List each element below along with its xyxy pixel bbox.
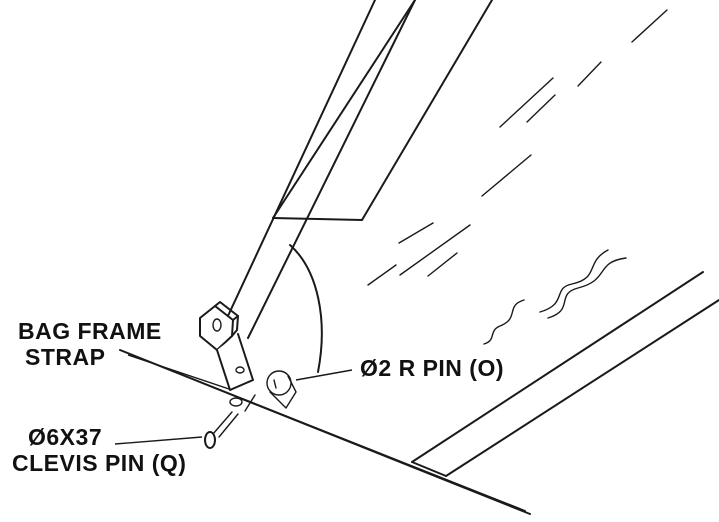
bag-frame-strap bbox=[199, 301, 254, 391]
r-pin-leader bbox=[295, 369, 353, 381]
bag-frame-strap-label: BAG FRAME STRAP bbox=[18, 318, 162, 370]
fabric-shading bbox=[367, 9, 668, 345]
bag-frame-strap-label-line2: STRAP bbox=[25, 344, 106, 370]
bag-frame-tube bbox=[226, 0, 416, 339]
clevis-pin-label-line2: CLEVIS PIN (Q) bbox=[12, 450, 187, 476]
bag-frame-strap-leader bbox=[127, 354, 233, 391]
bag-frame-strap-label-line1: BAG FRAME bbox=[18, 318, 162, 344]
r-pin-label: Ø2 R PIN (O) bbox=[360, 355, 504, 381]
bag-panel bbox=[272, 0, 719, 477]
clevis-pin-label-line1: Ø6X37 bbox=[28, 424, 103, 450]
clevis-pin-label: Ø6X37 CLEVIS PIN (Q) bbox=[12, 424, 186, 476]
clevis-pin-leader bbox=[114, 436, 203, 445]
clevis-pin-part bbox=[204, 394, 256, 449]
cross-rod bbox=[119, 349, 531, 515]
r-pin-label-line1: Ø2 R PIN (O) bbox=[360, 355, 505, 381]
r-pin-part bbox=[266, 370, 297, 409]
